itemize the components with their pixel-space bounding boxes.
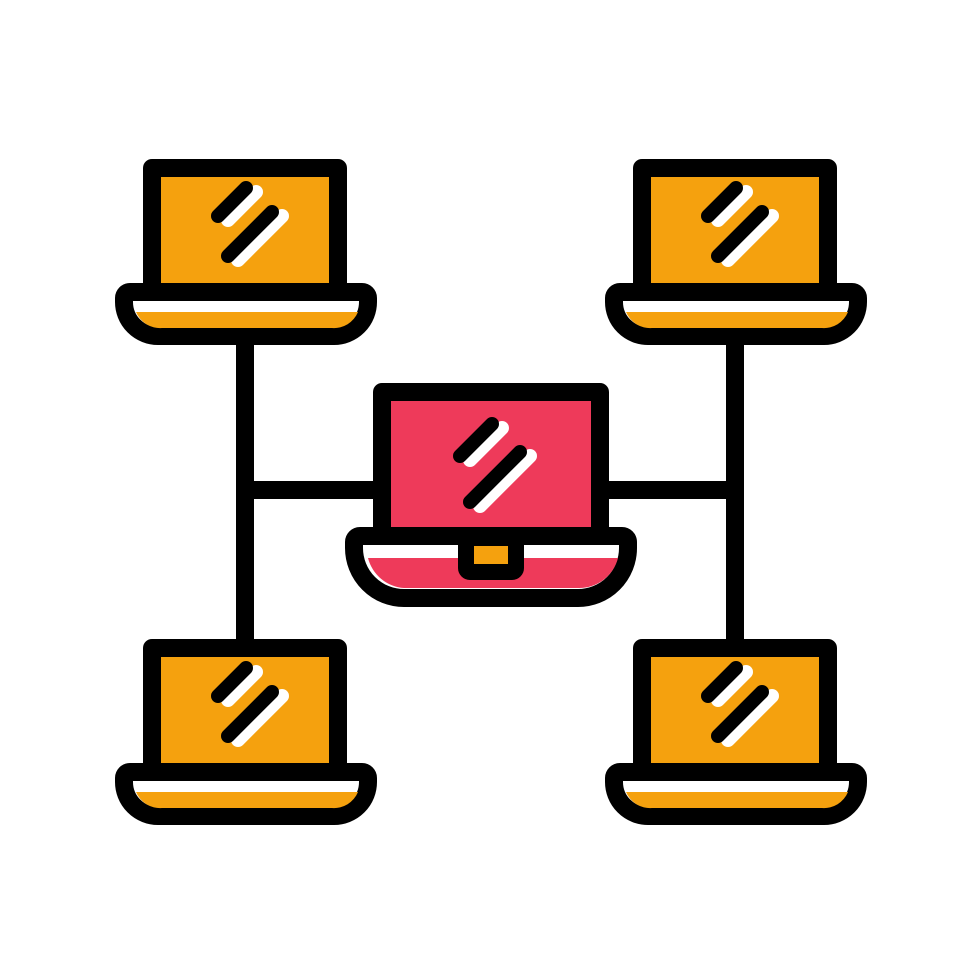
connection-lines — [236, 321, 744, 654]
laptop-base-fill — [626, 792, 848, 809]
hub-laptop-screen — [373, 383, 609, 553]
laptop-base-fill — [626, 312, 848, 329]
laptop-icon-top-right — [605, 159, 867, 345]
screen-glare-icon — [701, 661, 779, 747]
laptop-icon-hub — [345, 383, 637, 607]
hub-touchpad-icon — [458, 530, 524, 580]
laptop-base-fill — [136, 792, 358, 809]
laptop-icon-top-left — [115, 159, 377, 345]
screen-glare-icon — [211, 181, 289, 267]
screen-glare-icon — [701, 181, 779, 267]
laptop-icon-bottom-left — [115, 639, 377, 825]
laptop-icon-bottom-right — [605, 639, 867, 825]
screen-glare-icon — [211, 661, 289, 747]
laptop-base-fill — [136, 312, 358, 329]
screen-glare-icon — [453, 417, 537, 513]
